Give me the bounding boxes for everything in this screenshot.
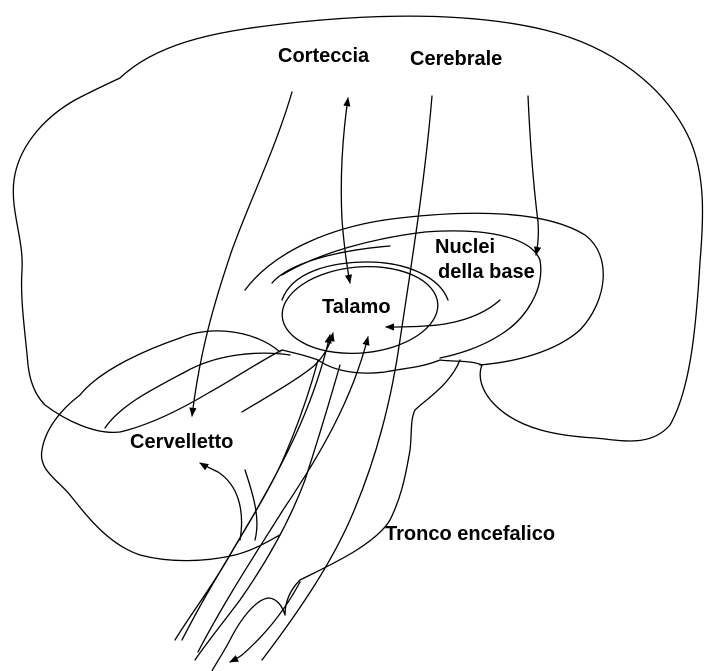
cerebellum-fold bbox=[105, 353, 290, 428]
cerebral-cortex-outline bbox=[13, 16, 702, 441]
label-della-base: della base bbox=[438, 261, 535, 283]
label-tronco-encefalico: Tronco encefalico bbox=[385, 523, 555, 545]
brainstem-to-cerebellum-path bbox=[200, 463, 242, 540]
cortex-to-basal-nuclei-path bbox=[528, 96, 538, 255]
cortex-descending-tract bbox=[262, 96, 432, 660]
label-cervelletto: Cervelletto bbox=[130, 431, 233, 453]
brainstem-lower-curve bbox=[212, 598, 285, 671]
label-nuclei: Nuclei bbox=[435, 236, 495, 258]
label-cerebrale: Cerebrale bbox=[410, 48, 502, 70]
ascending-path-1 bbox=[182, 335, 330, 640]
basal-nuclei-outer bbox=[245, 213, 603, 365]
label-corteccia: Corteccia bbox=[278, 45, 370, 67]
cortex-thalamus-path bbox=[341, 98, 350, 283]
cortex-to-cerebellum-path bbox=[192, 92, 292, 416]
brainstem-outline-mid bbox=[195, 365, 340, 660]
cerebellum-lower-fold bbox=[245, 470, 257, 540]
label-talamo: Talamo bbox=[322, 296, 391, 318]
